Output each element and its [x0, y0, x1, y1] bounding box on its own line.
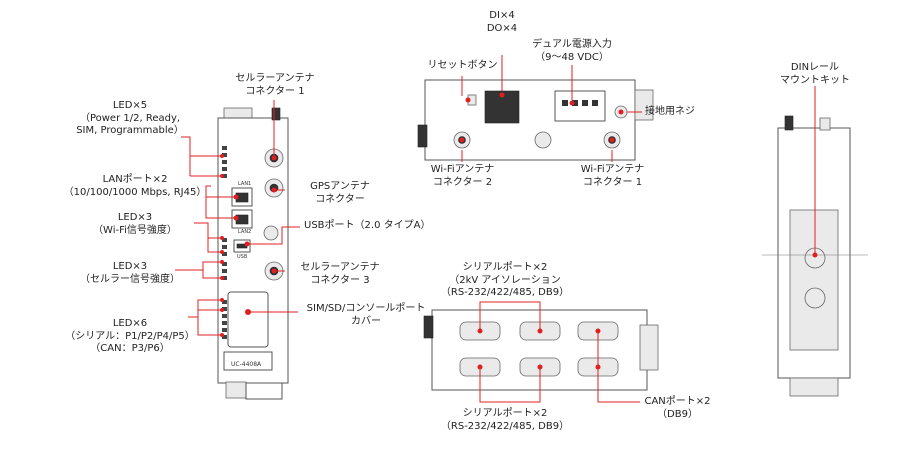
label-gps: GPSアンテナコネクター: [310, 181, 370, 205]
marker-reset: [465, 97, 471, 103]
marker-can: [595, 328, 601, 334]
marker-led: [220, 174, 224, 178]
marker-led: [220, 154, 224, 158]
label-sim-sd-console-cover: SIM/SD/コンソールポートカバー: [306, 303, 426, 327]
label-din-rail-kit: DINレールマウントキット: [780, 62, 850, 86]
marker-can: [595, 364, 601, 370]
marker-cell-ant1: [271, 155, 277, 161]
marker-ground: [618, 109, 624, 115]
label-cell-antenna-1: セルラーアンテナコネクター 1: [235, 73, 315, 97]
marker-dido: [499, 92, 505, 98]
lan1-label: LAN1: [238, 181, 251, 187]
marker-serial-iso: [537, 328, 543, 334]
marker-serial: [537, 364, 543, 370]
marker-led: [220, 298, 224, 302]
marker-lan: [233, 215, 239, 221]
label-led3-wifi: LED×3（Wi-Fi信号強度）: [93, 212, 177, 236]
model-label: UC-4408A: [231, 361, 262, 368]
label-reset-button: リセットボタン: [427, 60, 498, 71]
callout-markers: [220, 92, 818, 370]
marker-power: [569, 100, 575, 106]
label-serial-ports: シリアルポート×2（RS-232/422/485, DB9）: [440, 408, 570, 432]
marker-led: [220, 236, 224, 240]
label-wifi-antenna-2: Wi-Fiアンテナコネクター 2: [430, 164, 495, 188]
lan2-label: LAN2: [238, 229, 251, 235]
side-view-device: [762, 115, 868, 397]
marker-led: [220, 276, 224, 280]
label-wifi-antenna-1: Wi-Fiアンテナコネクター 1: [580, 164, 645, 188]
bottom-view-device: [423, 309, 659, 391]
marker-serial: [477, 364, 483, 370]
marker-led: [220, 333, 224, 337]
usb-port-label: USB: [237, 254, 248, 260]
marker-led: [220, 308, 224, 312]
marker-led: [220, 260, 224, 264]
marker-wifi1: [609, 137, 615, 143]
label-dual-power: デュアル電源入力（9～48 VDC）: [532, 39, 612, 63]
label-led6: LED×6（シリアル：P1/P2/P4/P5）（CAN：P3/P6）: [65, 318, 195, 354]
label-serial-isolated: シリアルポート×2（2kV アイソレーション（RS-232/422/485, D…: [440, 262, 570, 298]
top-view-device: [417, 79, 654, 161]
marker-serial-iso: [477, 328, 483, 334]
front-view-device: UC-4408A LAN1 LAN2 USB: [217, 107, 289, 400]
marker-led: [220, 250, 224, 254]
marker-din: [812, 252, 818, 258]
marker-wifi2: [459, 137, 465, 143]
label-lan-ports: LANポート×2（10/100/1000 Mbps, RJ45）: [63, 174, 207, 198]
leader-lines: [175, 55, 816, 403]
marker-usb: [244, 241, 250, 247]
marker-cell-ant3: [271, 268, 277, 274]
label-usb: USBポート（2.0 タイプA）: [304, 220, 431, 231]
marker-sim-cover: [245, 309, 251, 315]
label-led3-cellular: LED×3（セルラー信号強度）: [80, 261, 180, 285]
marker-gps: [271, 187, 277, 193]
label-cell-antenna-3: セルラーアンテナコネクター 3: [300, 262, 380, 286]
label-ground-screw: 接地用ネジ: [645, 106, 695, 117]
label-can-ports: CANポート×2（DB9）: [644, 396, 711, 420]
label-led5: LED×5（Power 1/2, Ready,SIM, Programmable…: [76, 100, 184, 136]
marker-lan: [233, 194, 239, 200]
